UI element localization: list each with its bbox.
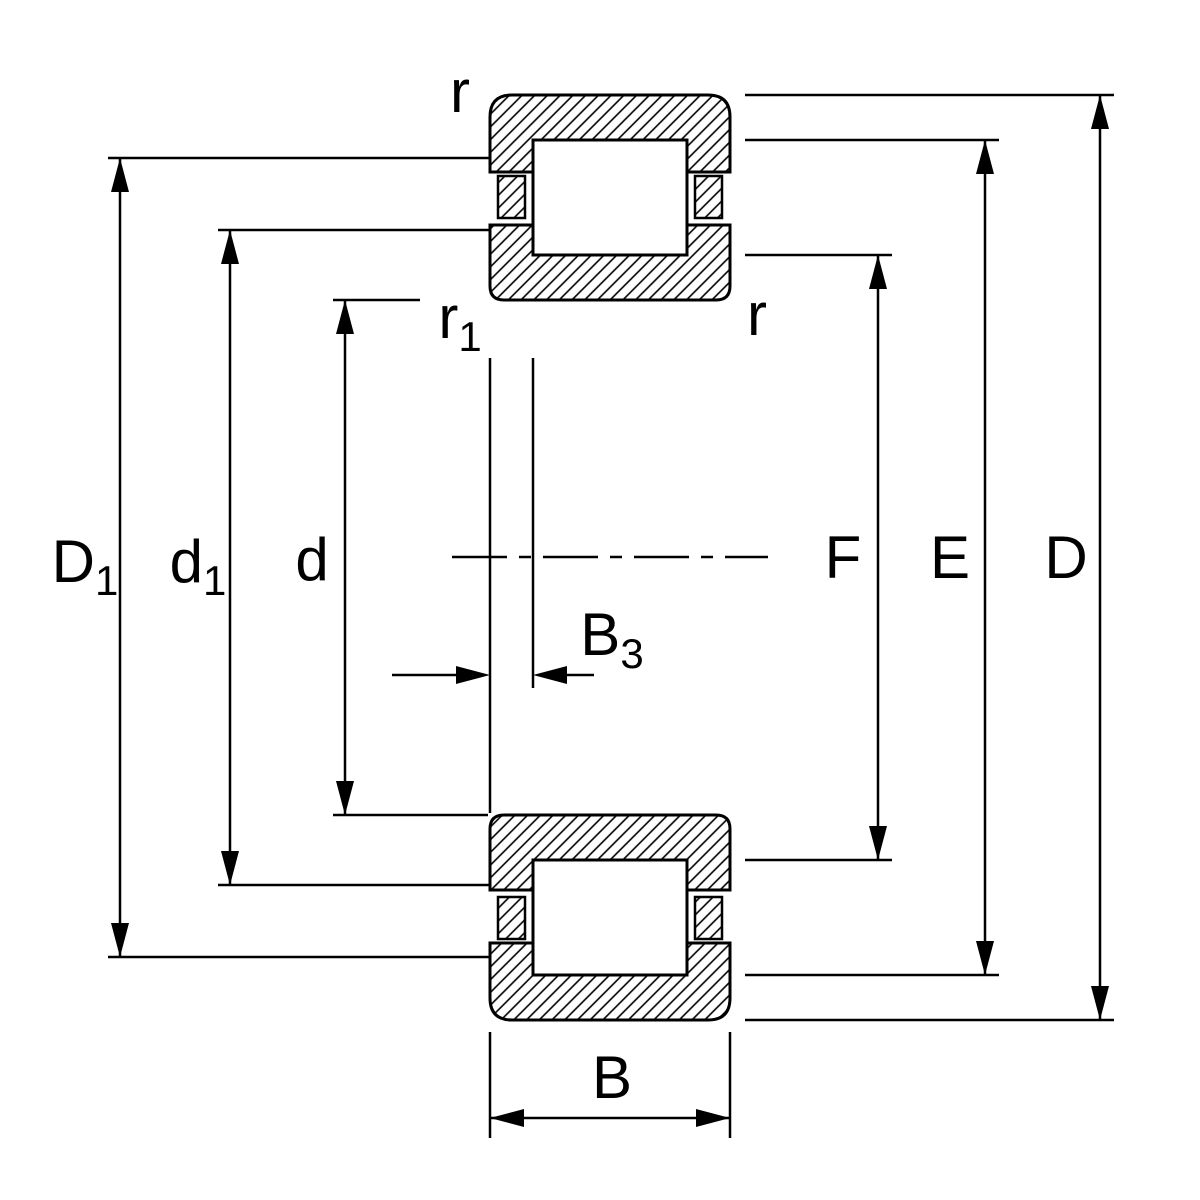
- dimension-d1: d1: [170, 228, 490, 887]
- arrowhead-D-top: [1091, 95, 1109, 129]
- label-r-top: r: [450, 58, 470, 125]
- arrowhead-F-bottom: [869, 826, 887, 860]
- cage-bottom-right: [693, 895, 724, 941]
- outer-ring-top: [488, 93, 732, 174]
- arrowhead-B-right: [696, 1109, 730, 1127]
- arrowhead-D-bottom: [1091, 986, 1109, 1020]
- dimension-d: d: [295, 298, 488, 817]
- roller-bottom: [531, 858, 689, 977]
- arrowhead-d1-top: [221, 230, 239, 264]
- outer-ring-bottom: [488, 941, 732, 1022]
- label-r1: r1: [438, 284, 481, 360]
- label-d1: d1: [170, 528, 227, 604]
- arrowhead-B-left: [490, 1109, 524, 1127]
- dimension-D1: D1: [52, 156, 490, 959]
- roller-top: [531, 138, 689, 257]
- cage-top-right: [693, 174, 724, 220]
- inner-ring-top: [488, 223, 732, 302]
- arrowhead-B3-right: [533, 666, 567, 684]
- arrowhead-d-top: [336, 300, 354, 334]
- cage-top-left: [496, 174, 527, 220]
- arrowhead-d1-bottom: [221, 851, 239, 885]
- bearing-bottom-section: [488, 813, 732, 1022]
- label-D: D: [1044, 524, 1087, 591]
- label-F: F: [825, 524, 862, 591]
- arrowhead-B3-left: [456, 666, 490, 684]
- arrowhead-E-top: [976, 140, 994, 174]
- dimension-B3: B3: [392, 601, 644, 684]
- arrowhead-D1-bottom: [111, 923, 129, 957]
- dimension-E: E: [745, 138, 999, 977]
- cage-bottom-left: [496, 895, 527, 941]
- dimension-D: D: [745, 93, 1114, 1022]
- label-r-right: r: [747, 281, 767, 348]
- label-B3: B3: [580, 601, 643, 677]
- label-E: E: [930, 524, 970, 591]
- arrowhead-d-bottom: [336, 781, 354, 815]
- arrowhead-F-top: [869, 255, 887, 289]
- dimension-B: B: [488, 1032, 732, 1138]
- label-D1: D1: [52, 528, 119, 604]
- bearing-top-section: [488, 93, 732, 302]
- dimension-F: F: [745, 253, 892, 862]
- arrowhead-E-bottom: [976, 941, 994, 975]
- arrowhead-D1-top: [111, 158, 129, 192]
- label-d: d: [295, 526, 328, 593]
- label-B: B: [592, 1044, 632, 1111]
- inner-ring-bottom: [488, 813, 732, 892]
